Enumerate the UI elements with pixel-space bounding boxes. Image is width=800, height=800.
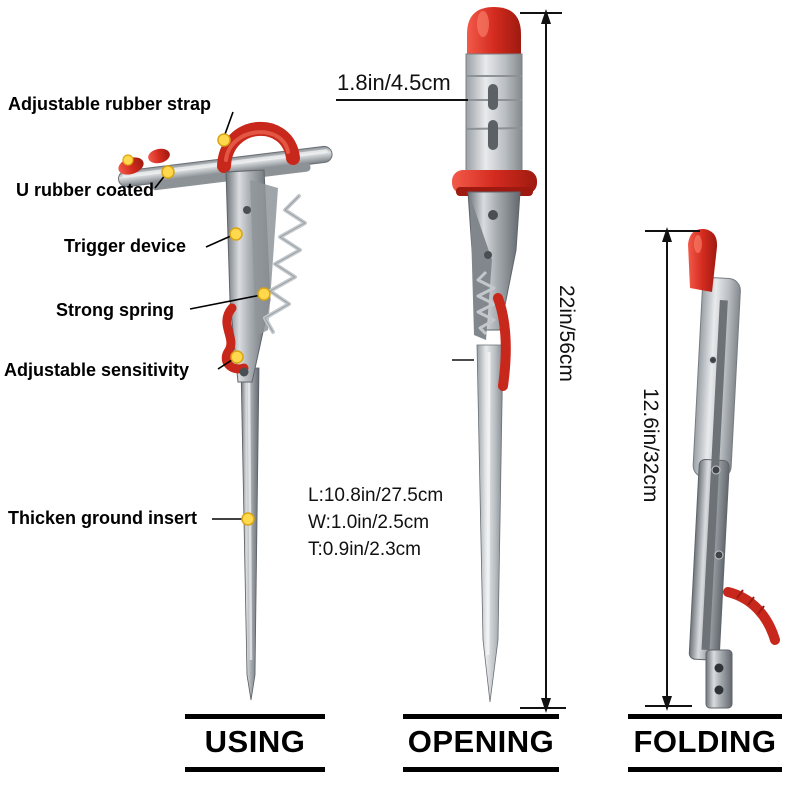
u-rest-red-tip xyxy=(148,148,170,164)
folded-foot xyxy=(705,649,733,709)
callout-label-sensitivity: Adjustable sensitivity xyxy=(4,360,190,380)
section-title-opening: OPENING xyxy=(403,714,559,772)
callout-dot xyxy=(241,512,255,526)
spec-width: W:1.0in/2.5cm xyxy=(308,512,430,533)
using-illustration xyxy=(118,121,333,701)
callout-label-rubber-strap: Adjustable rubber strap xyxy=(8,94,212,114)
spec-block: L:10.8in/27.5cm W:1.0in/2.5cm T:0.9in/2.… xyxy=(308,482,443,563)
dim-folding-height-label: 12.6in/32cm xyxy=(639,388,662,503)
callout-label-trigger-device: Trigger device xyxy=(64,236,187,256)
dim-folding-height-line xyxy=(645,227,700,711)
section-title-folding: FOLDING xyxy=(628,714,782,772)
sensitivity-lever xyxy=(221,303,249,374)
red-cap xyxy=(467,7,521,56)
dim-clamp-width-label: 1.8in/4.5cm xyxy=(337,70,451,95)
callout-dot xyxy=(257,287,271,301)
callout-lines xyxy=(154,111,262,520)
red-cap xyxy=(688,228,718,292)
spec-length: L:10.8in/27.5cm xyxy=(308,485,444,506)
callout-label-ground-insert: Thicken ground insert xyxy=(8,508,198,528)
callout-dot xyxy=(161,165,175,179)
callout-label-strong-spring: Strong spring xyxy=(56,300,174,320)
callout-dots xyxy=(161,133,271,526)
section-title-using: USING xyxy=(185,714,325,772)
callout-dot xyxy=(230,350,244,364)
rod-holder-tube xyxy=(465,53,523,177)
spec-thickness: T:0.9in/2.3cm xyxy=(308,539,421,560)
folding-illustration xyxy=(688,228,780,709)
dim-opening-height-line xyxy=(520,9,566,713)
ground-spike xyxy=(476,344,504,703)
dim-opening-height-label: 22in/56cm xyxy=(555,285,578,382)
sensitivity-lever xyxy=(493,293,511,391)
opening-illustration xyxy=(452,7,537,703)
sensitivity-lever xyxy=(723,587,780,645)
callout-dot xyxy=(229,227,243,241)
callout-dot xyxy=(217,133,231,147)
spring-coil xyxy=(476,270,496,336)
callout-label-u-rubber-coated: U rubber coated xyxy=(16,180,155,200)
